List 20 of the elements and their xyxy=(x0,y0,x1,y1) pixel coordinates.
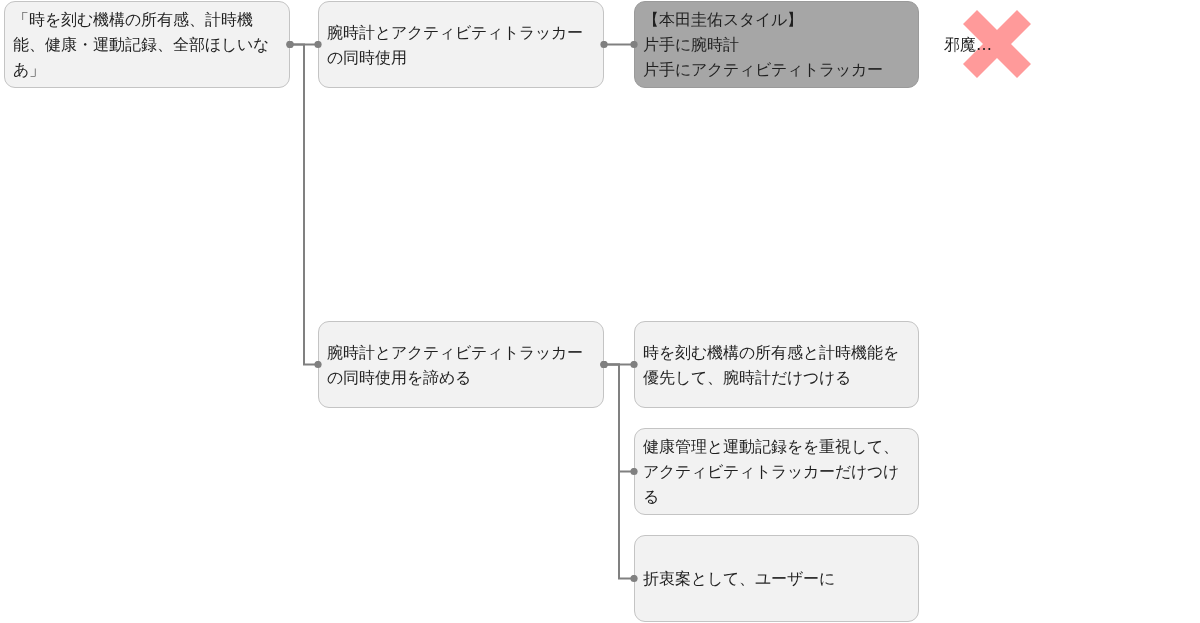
box-text: 時を刻む機構の所有感と計時機能を優先して、腕時計だけつける xyxy=(643,341,900,389)
rounded-box xyxy=(4,1,290,88)
rounded-box xyxy=(634,535,919,622)
box-text: 腕時計とアクティビティトラッカーの同時使用を諦める xyxy=(327,341,584,389)
rounded-box xyxy=(634,1,919,88)
connector-line xyxy=(600,360,638,583)
box-text: 片手に腕時計 xyxy=(643,34,740,56)
connector-line xyxy=(286,40,322,369)
connector-line xyxy=(600,40,638,49)
rounded-box xyxy=(634,428,919,515)
note-text: 邪魔… xyxy=(944,34,992,56)
rounded-box xyxy=(634,321,919,408)
box-text: 【本田圭佑スタイル】 xyxy=(643,9,804,31)
box-text: 腕時計とアクティビティトラッカーの同時使用 xyxy=(327,21,584,69)
box-text: 健康管理と運動記録をを重視して、アクティビティトラッカーだけつける xyxy=(643,436,900,508)
box-text: 片手にアクティビティトラッカー xyxy=(643,59,884,81)
rounded-box xyxy=(318,1,604,88)
box-text: 「時を刻む機構の所有感、計時機能、健康・運動記録、全部ほしいなあ」 xyxy=(13,9,270,81)
box-text: 折衷案として、ユーザーに xyxy=(643,568,836,590)
rounded-box xyxy=(318,321,604,408)
